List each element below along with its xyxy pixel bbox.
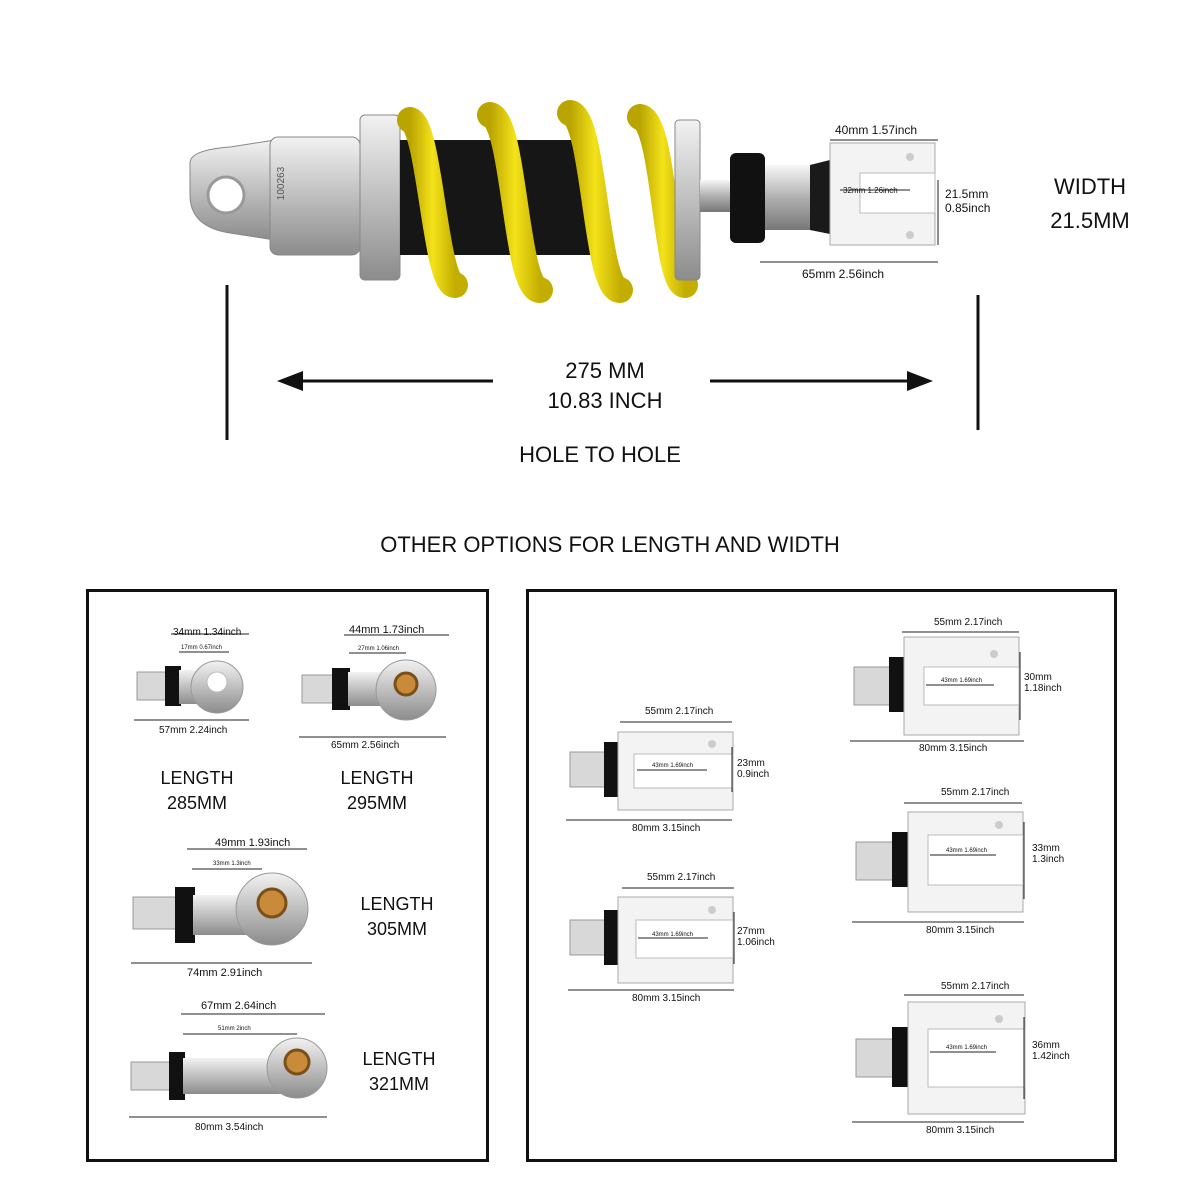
opt295-label-line2: 295MM	[346, 793, 408, 813]
opt321-top-dim: 67mm 2.64inch	[201, 1000, 277, 1012]
clevis23-top-dim: 55mm 2.17inch	[645, 706, 714, 717]
opt305-label-line1: LENGTH	[360, 894, 434, 914]
opt321-label-line1: LENGTH	[362, 1049, 436, 1069]
opt321-bottom-dim: 80mm 3.54inch	[195, 1122, 264, 1133]
left-options-panel: 34mm 1.34inch 17mm 0.67inch 57mm 2.24inc…	[86, 589, 489, 1162]
clevis33-inner-dim: 43mm 1.69inch	[946, 848, 988, 854]
main-jaw-height-mm: 21.5mm	[945, 187, 989, 201]
opt285-inner-dim: 17mm 0.67inch	[181, 645, 223, 651]
eye-mount-option-295: 44mm 1.73inch 27mm 1.06inch 65mm 2.56inc…	[294, 620, 454, 751]
opt321-inner-dim: 51mm 2inch	[218, 1026, 251, 1032]
clevis-option-27mm: 55mm 2.17inch 43mm 1.69inch 27mm 1.06inc…	[562, 872, 802, 1012]
clevis30-height-mm: 30mm	[1024, 672, 1052, 683]
opt285-bottom-dim: 57mm 2.24inch	[159, 725, 228, 736]
opt295-bottom-dim: 65mm 2.56inch	[331, 740, 400, 751]
eye-mount-option-285: 34mm 1.34inch 17mm 0.67inch 57mm 2.24inc…	[129, 622, 259, 736]
clevis-option-36mm: 55mm 2.17inch 43mm 1.69inch 36mm 1.42inc…	[844, 977, 1084, 1137]
section-title: OTHER OPTIONS FOR LENGTH AND WIDTH	[380, 532, 840, 557]
serial-number: 100263	[276, 166, 288, 201]
width-title: WIDTH	[1053, 174, 1127, 199]
eye-mount-icon	[129, 1013, 328, 1118]
clevis30-top-dim: 55mm 2.17inch	[934, 617, 1003, 628]
opt295-inner-dim: 27mm 1.06inch	[358, 646, 400, 652]
opt305-inner-dim: 33mm 1.3inch	[213, 861, 251, 867]
opt285-label: LENGTH 285MM	[147, 766, 247, 816]
opt285-label-line1: LENGTH	[160, 768, 234, 788]
clevis36-height-in: 1.42inch	[1032, 1051, 1070, 1062]
hole-inch: 10.83 INCH	[547, 388, 663, 413]
clevis23-bottom-dim: 80mm 3.15inch	[632, 823, 701, 834]
opt295-label: LENGTH 295MM	[327, 766, 427, 816]
clevis27-height-in: 1.06inch	[737, 937, 775, 948]
opt305-label: LENGTH 305MM	[347, 892, 447, 942]
eye-mount-icon	[299, 634, 449, 738]
opt305-top-dim: 49mm 1.93inch	[215, 837, 291, 849]
main-dimension-lines	[760, 139, 939, 263]
opt285-top-dim: 34mm 1.34inch	[173, 627, 242, 638]
clevis-icon	[852, 802, 1025, 923]
opt321-label: LENGTH 321MM	[349, 1047, 449, 1097]
eye-mount-icon	[131, 848, 312, 964]
clevis-option-23mm: 55mm 2.17inch 43mm 1.69inch 23mm 0.9inch…	[562, 702, 802, 842]
clevis33-top-dim: 55mm 2.17inch	[941, 787, 1010, 798]
eye-mount-option-321: 67mm 2.64inch 51mm 2inch 80mm 3.54inch	[125, 1000, 335, 1140]
opt321-label-line2: 321MM	[368, 1074, 430, 1094]
opt295-top-dim: 44mm 1.73inch	[349, 624, 425, 636]
main-inner-width: 32mm 1.26inch	[843, 186, 898, 195]
clevis33-height-in: 1.3inch	[1032, 854, 1065, 865]
clevis23-height-in: 0.9inch	[737, 769, 770, 780]
clevis30-bottom-dim: 80mm 3.15inch	[919, 743, 988, 754]
clevis-icon	[566, 721, 734, 821]
hole-caption: HOLE TO HOLE	[519, 442, 681, 467]
clevis36-top-dim: 55mm 2.17inch	[941, 981, 1010, 992]
main-top-width: 40mm 1.57inch	[835, 123, 918, 137]
clevis30-height-in: 1.18inch	[1024, 683, 1062, 694]
clevis27-top-dim: 55mm 2.17inch	[647, 872, 716, 883]
opt285-label-line2: 285MM	[166, 793, 228, 813]
width-value: 21.5MM	[1050, 208, 1130, 233]
clevis33-bottom-dim: 80mm 3.15inch	[926, 925, 995, 936]
main-length-dim: 65mm 2.56inch	[802, 267, 885, 281]
right-options-panel: 55mm 2.17inch 43mm 1.69inch 30mm 1.18inc…	[526, 589, 1117, 1162]
opt305-bottom-dim: 74mm 2.91inch	[187, 967, 263, 979]
clevis-option-30mm: 55mm 2.17inch 43mm 1.69inch 30mm 1.18inc…	[844, 612, 1084, 754]
opt295-label-line1: LENGTH	[340, 768, 414, 788]
clevis27-height-mm: 27mm	[737, 926, 765, 937]
clevis36-bottom-dim: 80mm 3.15inch	[926, 1125, 995, 1136]
eye-mount-icon	[134, 633, 249, 721]
main-jaw-height-in: 0.85inch	[945, 201, 991, 215]
hole-to-hole-arrows	[225, 285, 980, 440]
eye-mount-option-305: 49mm 1.93inch 33mm 1.3inch 74mm 2.91inch	[127, 837, 327, 979]
clevis36-inner-dim: 43mm 1.69inch	[946, 1045, 988, 1051]
clevis36-height-mm: 36mm	[1032, 1040, 1060, 1051]
clevis27-inner-dim: 43mm 1.69inch	[652, 932, 694, 938]
clevis27-bottom-dim: 80mm 3.15inch	[632, 993, 701, 1004]
opt305-label-line2: 305MM	[366, 919, 428, 939]
clevis30-inner-dim: 43mm 1.69inch	[941, 678, 983, 684]
clevis23-height-mm: 23mm	[737, 758, 765, 769]
clevis33-height-mm: 33mm	[1032, 843, 1060, 854]
clevis-icon	[568, 887, 735, 991]
clevis-icon	[852, 994, 1026, 1123]
clevis-icon	[850, 631, 1024, 742]
clevis23-inner-dim: 43mm 1.69inch	[652, 763, 694, 769]
clevis-option-33mm: 55mm 2.17inch 43mm 1.69inch 33mm 1.3inch…	[844, 787, 1084, 936]
hole-mm: 275 MM	[565, 358, 645, 383]
shock-absorber-illustration	[189, 100, 936, 303]
